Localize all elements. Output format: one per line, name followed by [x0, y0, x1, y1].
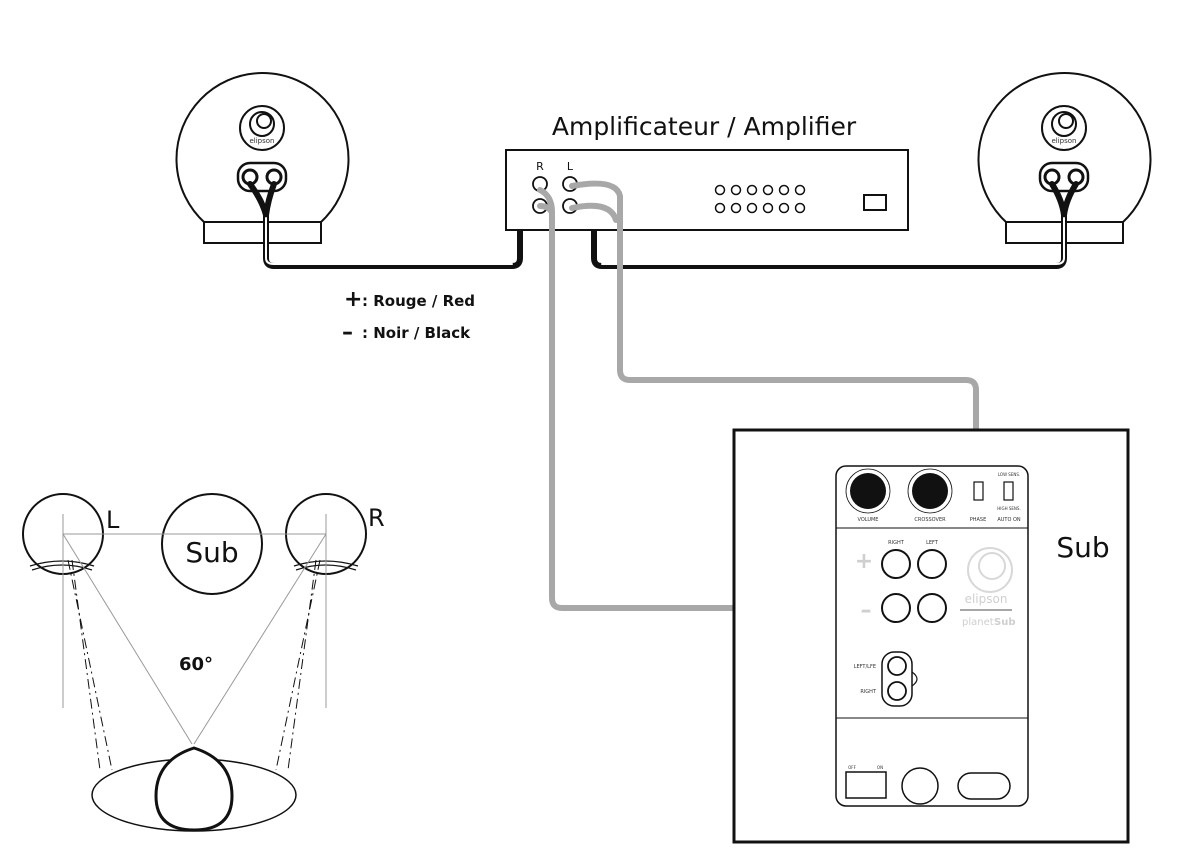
legend-minus-symbol: –: [342, 320, 353, 345]
sub-cable-right: [537, 187, 885, 611]
line-input-left-lfe[interactable]: [887, 656, 907, 676]
input-right-label: RIGHT: [888, 540, 905, 546]
left-speaker-logo: elipson: [249, 137, 274, 145]
left-lfe-label: LEFT/LFE: [854, 664, 876, 670]
amplifier-display: [863, 194, 887, 211]
amplifier-title: Amplificateur / Amplifier: [552, 112, 857, 141]
left-speaker-cable-2: [263, 181, 277, 218]
placement-right-label: R: [368, 504, 385, 532]
line-input-right[interactable]: [887, 681, 907, 701]
high-sens-label: HIGH SENS.: [997, 506, 1020, 511]
placement-left-label: L: [106, 506, 120, 534]
phase-label: PHASE: [970, 517, 987, 523]
sub-brand-text: elipson: [965, 592, 1008, 606]
volume-knob[interactable]: [850, 473, 886, 509]
legend-plus-text: : Rouge / Red: [362, 292, 475, 310]
polarity-legend: + : Rouge / Red – : Noir / Black: [342, 287, 475, 345]
amplifier-buttons: [714, 184, 806, 214]
volume-label: VOLUME: [858, 517, 879, 523]
auto-on-switch[interactable]: [1003, 481, 1014, 501]
power-switch[interactable]: [845, 771, 887, 799]
crossover-knob[interactable]: [912, 473, 948, 509]
sub-panel-logo: elipson planet Sub: [960, 547, 1015, 628]
line-right-label: RIGHT: [860, 689, 877, 695]
left-speaker: elipson: [175, 72, 350, 244]
sub-cable-right-2: [537, 203, 555, 215]
low-sens-label: LOW SENS.: [998, 472, 1020, 477]
amplifier-channel-r: R: [536, 160, 544, 173]
input-left-label: LEFT: [926, 540, 939, 546]
placement-schematic: Sub L R 60°: [22, 493, 385, 832]
right-speaker-logo: elipson: [1051, 137, 1076, 145]
legend-plus-symbol: +: [344, 287, 362, 312]
right-speaker-tweeter-icon: elipson: [1041, 105, 1087, 151]
sub-model-a: planet: [962, 617, 994, 628]
fuse-holder[interactable]: [901, 767, 939, 805]
placement-angle-label: 60°: [179, 654, 213, 675]
listener-head: [154, 746, 234, 832]
placement-sub-circle: [161, 493, 263, 595]
phase-switch[interactable]: [973, 481, 984, 501]
right-speaker: elipson: [977, 72, 1152, 244]
sub-minus-mark: –: [861, 598, 872, 623]
legend-minus-text: : Noir / Black: [362, 324, 471, 342]
amplifier-channel-l: L: [567, 160, 574, 173]
power-off-label: OFF: [848, 765, 856, 770]
power-on-label: ON: [877, 765, 883, 770]
sub-input-right-plus[interactable]: [881, 549, 911, 579]
power-socket[interactable]: [957, 772, 1011, 800]
sub-input-right-minus[interactable]: [881, 593, 911, 623]
crossover-label: CROSSOVER: [914, 517, 946, 523]
sub-cable-left-2: [569, 202, 619, 223]
auto-on-label: AUTO ON: [997, 517, 1021, 523]
right-speaker-cable-2: [1061, 181, 1079, 218]
sub-input-left-minus[interactable]: [917, 593, 947, 623]
subwoofer-label: Sub: [1056, 531, 1109, 564]
amplifier: Amplificateur / Amplifier R L: [505, 112, 909, 231]
placement-sub-label: Sub: [185, 536, 238, 569]
sub-model-b: Sub: [994, 617, 1015, 628]
sub-input-left-plus[interactable]: [917, 549, 947, 579]
subwoofer: Sub VOLUME CROSSOVER PHASE LOW SENS. HIG…: [732, 428, 1130, 844]
sub-plus-mark: +: [855, 549, 873, 574]
left-speaker-tweeter-icon: elipson: [239, 105, 285, 151]
